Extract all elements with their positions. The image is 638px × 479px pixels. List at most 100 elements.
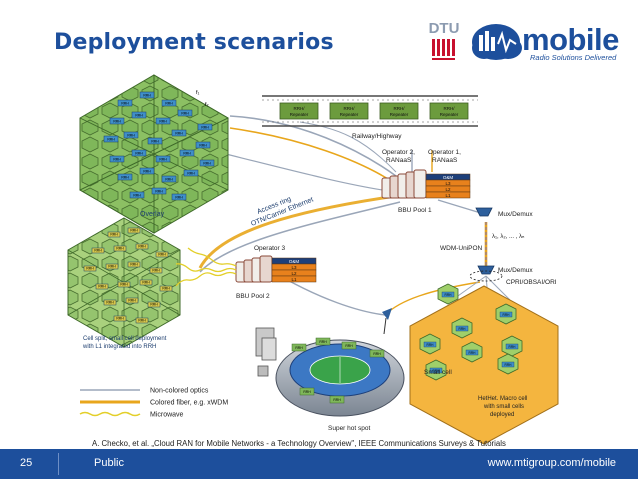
svg-text:RRH: RRH xyxy=(203,161,211,165)
svg-text:RRH: RRH xyxy=(162,287,170,291)
bbu-pool-2-stack-layer: L1 xyxy=(271,275,317,283)
svg-text:f₁: f₁ xyxy=(196,90,200,96)
small-cell: RRH xyxy=(437,283,459,305)
overlay-rrh-box: RRH xyxy=(155,117,171,125)
svg-text:RRH/: RRH/ xyxy=(294,106,306,111)
svg-text:RRH: RRH xyxy=(445,293,453,297)
overlay-rrh-box: RRH xyxy=(131,111,147,119)
overlay-rrh-box: RRH xyxy=(177,109,193,117)
cell-split-rrh-box: RRH xyxy=(113,245,127,252)
cell-split-rrh-box: RRH xyxy=(107,231,121,238)
svg-text:RRH: RRH xyxy=(107,137,115,141)
bbu-pool-2-label: BBU Pool 2 xyxy=(236,293,270,300)
hot-spot-rrh: RRH xyxy=(341,341,357,350)
cell-split-rrh-box: RRH xyxy=(95,283,109,290)
svg-text:RRH: RRH xyxy=(121,175,129,179)
svg-text:L1: L1 xyxy=(291,277,297,282)
svg-text:RRH: RRH xyxy=(113,119,121,123)
svg-text:RRH: RRH xyxy=(295,346,303,350)
svg-text:RRH: RRH xyxy=(373,352,381,356)
small-cell: RRH xyxy=(461,341,483,363)
svg-text:RRH: RRH xyxy=(143,169,151,173)
overlay-rrh-box: RRH xyxy=(103,135,119,143)
cell-split-rrh-box: RRH xyxy=(135,317,149,324)
slide-title: Deployment scenarios xyxy=(54,30,334,55)
svg-text:RRH/: RRH/ xyxy=(444,106,456,111)
hot-spot-rrh: RRH xyxy=(299,387,315,396)
overlay-rrh-box: RRH xyxy=(171,193,187,201)
overlay-rrh-box: RRH xyxy=(131,149,147,157)
cell-split-rrh-box: RRH xyxy=(127,261,141,268)
svg-text:RRH: RRH xyxy=(86,267,94,271)
svg-text:RRH: RRH xyxy=(130,263,138,267)
svg-text:RRH: RRH xyxy=(110,233,118,237)
repeater-box: RRH/Repeater xyxy=(379,102,419,120)
svg-text:RRH: RRH xyxy=(469,351,477,355)
cell-split-rrh-box: RRH xyxy=(117,281,131,288)
operator3-label: Operator 3 xyxy=(254,245,285,252)
cell-split-rrh-box: RRH xyxy=(105,263,119,270)
bbu-pool-2 xyxy=(235,255,273,283)
cell-split-rrh-box: RRH xyxy=(159,285,173,292)
overlay-rrh-group: RRH RRH RRH RRH RRH RRH RRH RRH RRH RRH RRH RRH RRH R… xyxy=(103,91,215,201)
cell-split-rrh-box: RRH xyxy=(139,279,153,286)
svg-text:L3: L3 xyxy=(291,265,297,270)
operator2-label-line2: RANaaS xyxy=(386,157,412,164)
svg-text:RRH: RRH xyxy=(116,247,124,251)
svg-text:RRH: RRH xyxy=(175,195,183,199)
svg-text:Repeater: Repeater xyxy=(440,112,459,117)
mobile-logo: mobile Radio Solutions Delivered xyxy=(470,14,620,70)
cell-split-label-line2: with L1 integrated into RRH xyxy=(82,344,156,350)
operator2-label-line1: Operator 2, xyxy=(382,149,415,156)
svg-text:RRH: RRH xyxy=(505,363,513,367)
mux-demux-bottom xyxy=(469,265,503,282)
stadium-icon xyxy=(275,339,405,417)
dtu-logo-text: DTU xyxy=(428,20,460,37)
small-cell: RRH xyxy=(497,353,519,375)
svg-text:L2: L2 xyxy=(291,271,297,276)
svg-text:O&M: O&M xyxy=(289,259,300,264)
bbu-pool-2-stack-layer: O&M xyxy=(271,257,317,265)
overlay-rrh-box: RRH xyxy=(123,131,139,139)
repeater-box: RRH/Repeater xyxy=(279,102,319,120)
overlay-label: Overlay xyxy=(140,211,165,218)
svg-text:RRH: RRH xyxy=(303,390,311,394)
svg-text:RRH: RRH xyxy=(151,139,159,143)
svg-text:Repeater: Repeater xyxy=(340,112,359,117)
svg-text:RRH: RRH xyxy=(345,344,353,348)
svg-text:RRH: RRH xyxy=(459,327,467,331)
svg-text:O&M: O&M xyxy=(443,175,454,180)
hot-spot-rrh: RRH xyxy=(329,395,345,404)
overlay-hexagon: f₁ f₂ xyxy=(79,74,229,234)
overlay-rrh-box: RRH xyxy=(199,159,215,167)
cell-split-rrh-box: RRH xyxy=(149,267,163,274)
svg-text:L2: L2 xyxy=(445,187,451,192)
svg-text:Colored fiber, e.g. xWDM: Colored fiber, e.g. xWDM xyxy=(150,400,228,407)
hethet-hexagon xyxy=(409,285,559,445)
hethet-label-line2: with small cells xyxy=(483,404,524,410)
repeater-box: RRH/Repeater xyxy=(429,102,469,120)
svg-text:RRH: RRH xyxy=(138,319,146,323)
bbu-pool-1-stack-layer: L1 xyxy=(425,191,471,199)
mux-demux-bottom-label: Mux/Demux xyxy=(498,267,533,274)
operator1-label-line1: Operator 1, xyxy=(428,149,461,156)
svg-text:RRH: RRH xyxy=(135,113,143,117)
svg-text:RRH: RRH xyxy=(503,313,511,317)
cell-split-rrh-box: RRH xyxy=(113,315,127,322)
svg-text:RRH: RRH xyxy=(113,157,121,161)
overlay-rrh-box: RRH xyxy=(183,169,199,177)
repeater-box: RRH/Repeater xyxy=(329,102,369,120)
svg-text:RRH: RRH xyxy=(199,143,207,147)
overlay-rrh-box: RRH xyxy=(155,155,171,163)
cpri-label: CPRI/OBSAI/ORI xyxy=(506,279,557,286)
operator1-label-line2: RANaaS xyxy=(432,157,458,164)
footer-bar: 25 Public www.mtigroup.com/mobile xyxy=(0,449,638,479)
cell-split-rrh-box: RRH xyxy=(125,297,139,304)
small-cell: RRH xyxy=(425,359,447,381)
overlay-rrh-box: RRH xyxy=(129,191,145,199)
svg-text:RRH/: RRH/ xyxy=(344,106,356,111)
svg-text:RRH: RRH xyxy=(159,119,167,123)
